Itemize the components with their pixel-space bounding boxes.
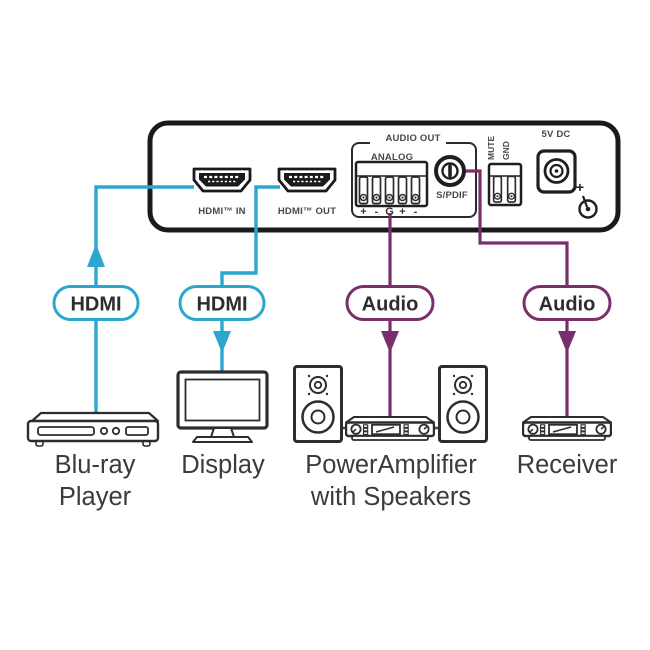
arrow-down-audio-spdif	[558, 331, 576, 353]
polarity-symbol-icon	[578, 195, 598, 219]
hdmi-out-connector-icon	[277, 167, 337, 193]
receiver-label: Receiver	[517, 451, 618, 479]
hdmi-in-port-label: HDMI™ IN	[198, 206, 246, 217]
bluray-label-line1: Blu-ray	[55, 451, 136, 479]
bluray-label-line2: Player	[59, 483, 132, 511]
amplifier-icon	[345, 416, 435, 442]
hdmi-out-port-label: HDMI™ OUT	[278, 206, 336, 217]
terminal-label-2: -	[375, 206, 379, 218]
analog-terminal-block	[354, 160, 429, 208]
polarity-plus-label: +	[576, 179, 584, 195]
hdmi-pill-2: HDMI	[178, 285, 266, 321]
gnd-label: GND	[501, 141, 511, 160]
hdmi-pill-2-label: HDMI	[196, 294, 247, 316]
poweramp-label-line1: PowerAmplifier	[305, 451, 477, 479]
power-section: 5V DC +	[536, 129, 598, 219]
gnd-terminal	[506, 176, 517, 203]
display-icon	[176, 370, 269, 443]
hdmi-in-cable	[94, 185, 194, 416]
mute-terminal	[492, 176, 503, 203]
terminal-4	[397, 176, 408, 205]
hdmi-pill-1: HDMI	[52, 285, 140, 321]
audio-pill-2-label: Audio	[539, 294, 596, 316]
speaker-right-icon	[438, 365, 488, 443]
audio-pill-1: Audio	[345, 285, 435, 321]
spdif-label: S/PDIF	[436, 190, 468, 201]
audio-pill-2: Audio	[522, 285, 612, 321]
audio-pill-1-label: Audio	[362, 294, 419, 316]
hdmi-in-port: HDMI™ IN	[192, 167, 252, 217]
mute-gnd-block: MUTE GND	[486, 136, 523, 207]
terminal-label-5: -	[414, 206, 418, 218]
mute-label: MUTE	[486, 136, 496, 160]
poweramp-label-line2: with Speakers	[310, 483, 471, 511]
audio-out-label: AUDIO OUT	[385, 133, 440, 144]
arrow-down-hdmi-out	[213, 331, 231, 353]
terminal-label-1: +	[360, 206, 366, 218]
hdmi-pill-1-label: HDMI	[70, 294, 121, 316]
power-label: 5V DC	[542, 129, 571, 140]
speaker-left-icon	[293, 365, 343, 443]
hdmi-out-port: HDMI™ OUT	[277, 167, 337, 217]
terminal-label-4: +	[399, 206, 405, 218]
terminal-label-3: G	[385, 206, 394, 218]
audio-out-label-gap	[370, 136, 446, 148]
display-label: Display	[181, 451, 265, 479]
spdif-connector	[434, 155, 466, 187]
arrow-down-audio-analog	[381, 331, 399, 353]
receiver-icon	[522, 416, 612, 442]
arrow-up-hdmi-in	[87, 244, 105, 267]
terminal-5	[410, 176, 421, 205]
analog-label: ANALOG	[371, 152, 413, 163]
terminal-2	[371, 176, 382, 205]
audio-out-section: AUDIO OUT ANALOG + - G + - S/PDIF	[354, 133, 468, 218]
hdmi-in-connector-icon	[192, 167, 252, 193]
terminal-1	[358, 176, 369, 205]
bluray-player-icon	[26, 411, 160, 447]
terminal-3	[384, 176, 395, 205]
